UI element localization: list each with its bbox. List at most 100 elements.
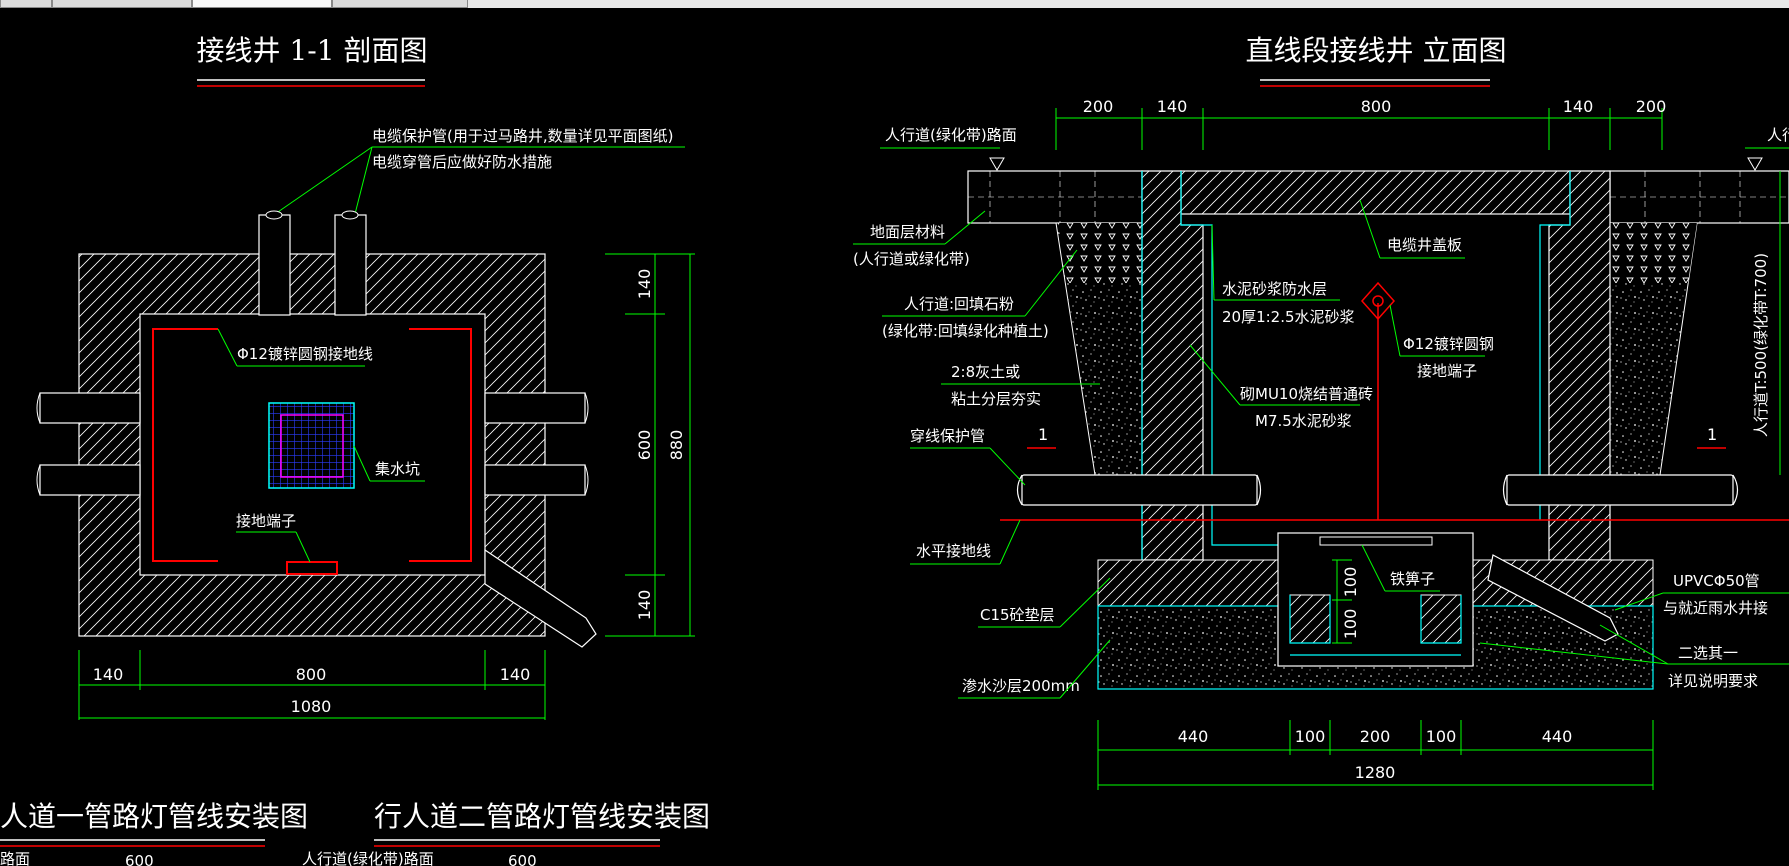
tab-3[interactable] (192, 0, 332, 8)
cover-label: 电缆井盖板 (1387, 236, 1462, 254)
pipe-end (265, 210, 283, 220)
right-dimensions (605, 253, 695, 637)
dim-label: 100 (1295, 727, 1326, 746)
sidewalk-right-label: 人行 (1767, 126, 1789, 144)
pipe-end (1256, 474, 1262, 506)
bottom-dimensions (78, 650, 546, 720)
tab-bar (0, 0, 1789, 8)
lime-label-1: 2:8灰土或 (951, 363, 1020, 381)
horizontal-pipe (39, 464, 141, 496)
ground-wire-label: Φ12镀锌圆钢接地线 (237, 345, 373, 363)
ground-terminal-symbol (1372, 295, 1384, 307)
label-leader (1024, 249, 1078, 317)
bottom-title-right: 行人道二管路灯管线安装图 (374, 800, 710, 833)
dim-label: 800 (296, 665, 327, 684)
dim-label: 200 (1083, 97, 1114, 116)
horizontal-pipe (484, 464, 586, 496)
label-leader (1389, 304, 1401, 357)
drain-pipe (484, 548, 597, 648)
slab-joints (1610, 171, 1789, 223)
vertical-note: 人行道T:500(绿化带T:700) (1752, 253, 1770, 437)
ground-wire (152, 328, 218, 562)
grate-label: 铁箅子 (1390, 570, 1435, 588)
dim-label: 140 (1563, 97, 1594, 116)
dim-label: 1080 (291, 697, 332, 716)
sleeve-pipe-right (1506, 474, 1734, 506)
level-marker (1747, 157, 1763, 171)
cushion-label: C15砼垫层 (980, 606, 1055, 624)
dim-label: 140 (1157, 97, 1188, 116)
upvc-pipe (1487, 554, 1619, 642)
cad-drawing-canvas[interactable]: 接线井 1-1 剖面图 电缆保护管(用于过马路井,数量详见平面图纸) 电缆穿管后… (0, 8, 1789, 866)
label-leader (1059, 577, 1111, 628)
pipe-note-1: 电缆保护管(用于过马路井,数量详见平面图纸) (372, 127, 673, 145)
pipe-end (584, 392, 589, 424)
label-leader (1614, 592, 1664, 611)
ground-line-label: 水平接地线 (916, 542, 991, 560)
cover-plate (1180, 170, 1571, 215)
label-leader (999, 519, 1021, 565)
label-leader (944, 210, 986, 245)
dim-label: 200 (1360, 727, 1391, 746)
ground-terminal (286, 561, 338, 575)
bottom-titles: 人道一管路灯管线安装图 行人道二管路灯管线安装图 路面 600 人行道(绿化带)… (0, 800, 710, 866)
label-leader (353, 445, 371, 482)
pipe-note-leader (354, 146, 373, 215)
bottom-sub-left: 路面 (0, 850, 30, 866)
sleeve-label: 穿线保护管 (910, 427, 985, 445)
right-elevation-view: 直线段接线井 立面图 200 140 800 140 200 (853, 34, 1789, 790)
iron-grate (1319, 536, 1433, 546)
choose-label-1: 二选其一 (1678, 644, 1738, 662)
grate-support (1289, 594, 1331, 644)
ground-terminal-label: 接地端子 (236, 512, 296, 530)
level-marker (989, 157, 1005, 171)
label-leader (989, 447, 1026, 486)
horizontal-pipe (39, 392, 141, 424)
dim-label: 600 (635, 430, 654, 461)
horizontal-pipe (484, 392, 586, 424)
sleeve-number-left: 1 (1038, 425, 1048, 444)
choose-label-2: 详见说明要求 (1668, 672, 1758, 690)
dim-label: 440 (1178, 727, 1209, 746)
inner-dimensions (1332, 559, 1352, 644)
bottom-title-left: 人道一管路灯管线安装图 (0, 800, 308, 833)
dim-label: 800 (1361, 97, 1392, 116)
dim-label: 100 (1426, 727, 1457, 746)
dim-label: 1280 (1355, 763, 1396, 782)
label-leader (1361, 544, 1386, 592)
label-leader (1211, 224, 1215, 301)
pipe-note-2: 电缆穿管后应做好防水措施 (372, 153, 552, 171)
pipe-end (36, 392, 41, 424)
dim-label: 140 (500, 665, 531, 684)
upvc-label-2: 与就近雨水井接 (1663, 599, 1768, 617)
lime-label-2: 粘土分层夯实 (951, 390, 1041, 408)
sidewalk-left-label: 人行道(绿化带)路面 (885, 126, 1017, 144)
top-dimensions (1055, 108, 1663, 150)
waterproof-label-2: 20厚1:2.5水泥砂浆 (1222, 308, 1355, 326)
brick-label-2: M7.5水泥砂浆 (1255, 412, 1352, 430)
label-leader (217, 328, 238, 367)
dim-label: 440 (1542, 727, 1573, 746)
tab-1[interactable] (0, 0, 52, 8)
tab-4[interactable] (332, 0, 468, 8)
dim-label: 140 (635, 269, 654, 300)
sump-grid (268, 402, 355, 489)
pipe-end (1732, 474, 1739, 506)
label-leader (1189, 344, 1241, 406)
pipe-end (1502, 474, 1508, 506)
dim-label: 880 (667, 430, 686, 461)
label-leader (1479, 642, 1669, 665)
label-leader (1359, 199, 1381, 259)
dim-label: 100 (1341, 567, 1360, 598)
label-leader (1599, 624, 1669, 665)
surface-label-1: 地面层材料 (870, 223, 945, 241)
pipe-note-leader (274, 146, 373, 215)
tab-2[interactable] (52, 0, 192, 8)
dim-label: 140 (635, 590, 654, 621)
terminal-label-1: Φ12镀锌圆钢 (1403, 335, 1494, 353)
dim-label: 200 (1636, 97, 1667, 116)
pipe-end (36, 464, 41, 496)
bottom-sub-left-num: 600 (125, 852, 154, 866)
right-section-title: 直线段接线井 立面图 (1246, 34, 1507, 67)
dim-label: 140 (93, 665, 124, 684)
